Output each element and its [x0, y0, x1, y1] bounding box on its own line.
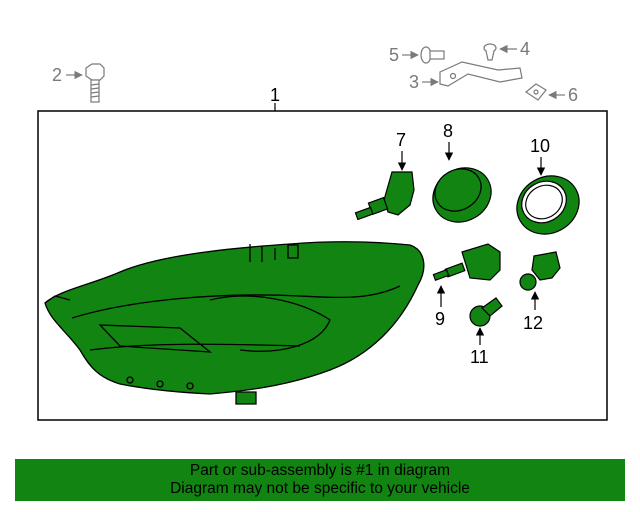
assembly-frame [37, 110, 608, 421]
bulb-part-11 [469, 297, 503, 327]
cap-part-10 [516, 175, 580, 235]
banner-line-2: Diagram may not be specific to your vehi… [170, 480, 470, 497]
bulb-part-7 [354, 171, 415, 221]
bracket-part-3 [439, 61, 523, 87]
seal-part-8 [432, 167, 492, 223]
callout-6-label: 6 [568, 85, 578, 105]
callout-2-label: 2 [52, 65, 62, 85]
headlamp-assembly [44, 241, 425, 405]
callout-3-label: 3 [409, 72, 419, 92]
callout-4-label: 4 [520, 39, 530, 59]
callout-7-label: 7 [396, 130, 406, 150]
socket-part-12 [519, 251, 561, 291]
screw-part-5 [420, 46, 445, 64]
callout-5-label: 5 [389, 45, 399, 65]
callout-11-label: 11 [470, 347, 489, 367]
banner-line-1: Part or sub-assembly is #1 in diagram [189, 462, 451, 479]
callout-1-label: 1 [270, 85, 280, 105]
info-banner: Part or sub-assembly is #1 in diagram Di… [15, 459, 625, 501]
callout-10-label: 10 [530, 136, 550, 156]
callout-8-label: 8 [443, 121, 453, 141]
callout-9-label: 9 [435, 309, 445, 329]
clip-part-4 [483, 43, 497, 61]
bolt-part-2 [85, 63, 105, 103]
nut-part-6 [524, 83, 547, 101]
bulb-part-9 [432, 243, 501, 281]
callout-12-label: 12 [523, 313, 543, 333]
